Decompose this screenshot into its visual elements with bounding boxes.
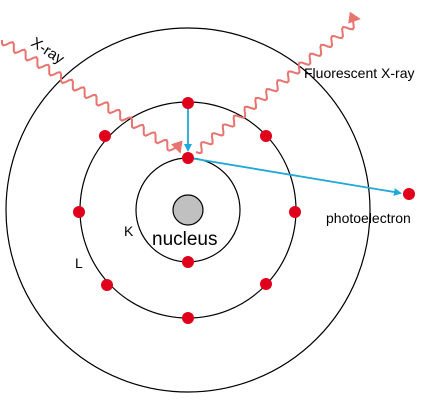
electron-l-right [289, 206, 301, 218]
nucleus-circle [172, 194, 204, 226]
electron-k-bottom [182, 256, 194, 268]
nucleus-label: nucleus [152, 229, 218, 250]
xray-label: X-ray [28, 34, 68, 68]
k-shell-label: K [124, 223, 134, 239]
electron-l-bottom-right [260, 278, 272, 290]
photoelectron-dot [403, 188, 415, 200]
fluorescent-xray-label: Fluorescent X-ray [304, 65, 414, 81]
fluorescent-xray-wave [195, 11, 361, 155]
electron-l-top [182, 97, 194, 109]
photoelectron-emission-arrow [189, 157, 402, 196]
incoming-xray-wave [1, 40, 183, 154]
electron-k-top [182, 152, 194, 164]
electron-l-bottom-left [101, 279, 113, 291]
electron-l-bottom [182, 312, 194, 324]
electron-l-left [73, 206, 85, 218]
photoelectron-label: photoelectron [326, 210, 411, 226]
outer-shell-circle [5, 27, 371, 393]
electron-l-top-left [99, 130, 111, 142]
l-shell-label: L [75, 255, 83, 271]
electron-l-top-right [260, 130, 272, 142]
